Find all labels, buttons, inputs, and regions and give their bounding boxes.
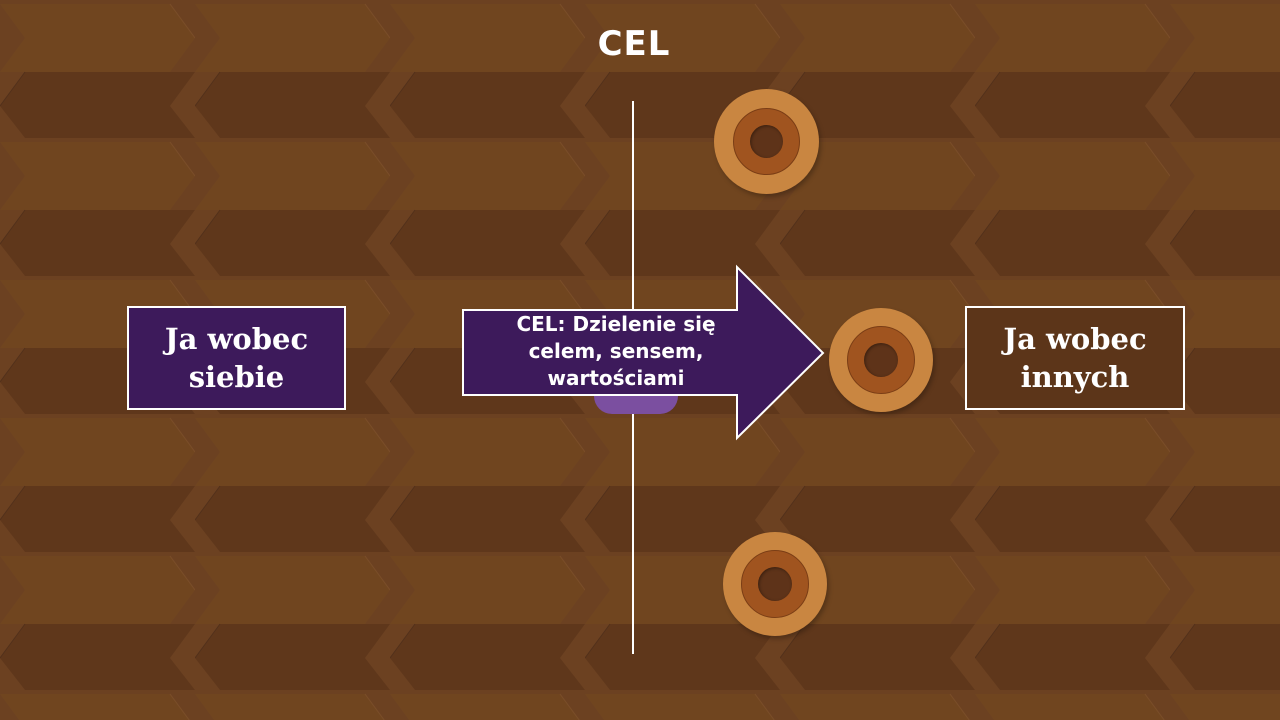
goal-arrow-line-3: wartościami	[547, 366, 685, 390]
ring-icon-top	[714, 89, 819, 194]
goal-arrow-line-2: celem, sensem,	[528, 339, 704, 363]
self-box-line-2: siebie	[188, 360, 285, 394]
ring-icon-bottom	[723, 532, 827, 636]
others-box: Ja wobec innych	[965, 306, 1185, 410]
page-title: CEL	[597, 24, 671, 64]
goal-arrow-label: CEL: Dzielenie się celem, sensem, wartoś…	[466, 311, 766, 392]
self-box-line-1: Ja wobec	[164, 322, 309, 356]
others-box-line-1: Ja wobec	[1003, 322, 1147, 356]
goal-arrow-shape	[462, 264, 825, 441]
ring-icon-middle	[829, 308, 933, 412]
self-box: Ja wobec siebie	[127, 306, 346, 410]
goal-arrow-line-1: CEL: Dzielenie się	[516, 312, 716, 336]
others-box-line-2: innych	[1020, 360, 1130, 394]
purple-circle-fragment	[594, 396, 678, 414]
